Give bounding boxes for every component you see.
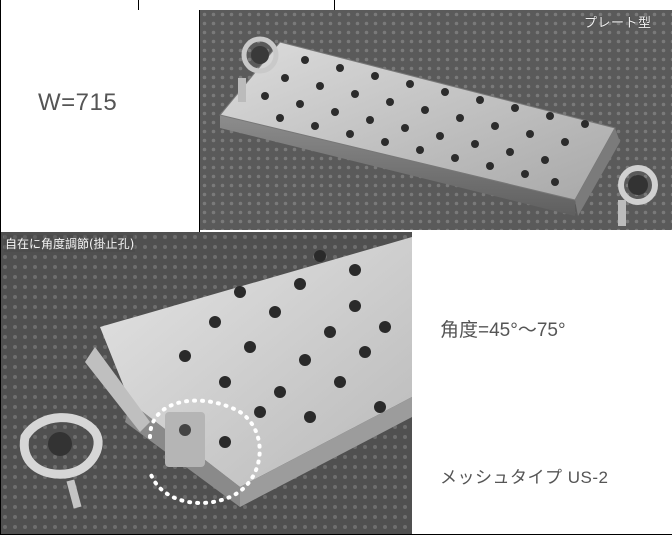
caption-area — [412, 232, 672, 535]
width-spec-box: W=715 — [0, 10, 200, 232]
highlight-dotted-circle — [148, 398, 262, 505]
closeup-clamp — [19, 347, 205, 509]
mesh-type-text: メッシュタイプ US-2 — [440, 468, 609, 487]
width-spec-text: W=715 — [38, 89, 118, 116]
plate-holes — [261, 56, 589, 186]
closeup-holes — [179, 250, 391, 448]
left-clamp — [238, 36, 279, 102]
closeup-photo-graphic — [0, 232, 412, 535]
plate-type-photo: プレート型 — [200, 10, 672, 230]
plate-type-label: プレート型 — [584, 16, 652, 31]
angle-spec-text: 角度=45°～75° — [440, 320, 566, 341]
closeup-photo — [0, 232, 412, 535]
table-divider — [334, 0, 335, 10]
angle-adjust-label: 自在に角度調節(掛止孔) — [4, 235, 136, 252]
plate-photo-graphic — [200, 10, 672, 230]
right-clamp — [618, 165, 658, 226]
table-divider — [138, 0, 139, 10]
